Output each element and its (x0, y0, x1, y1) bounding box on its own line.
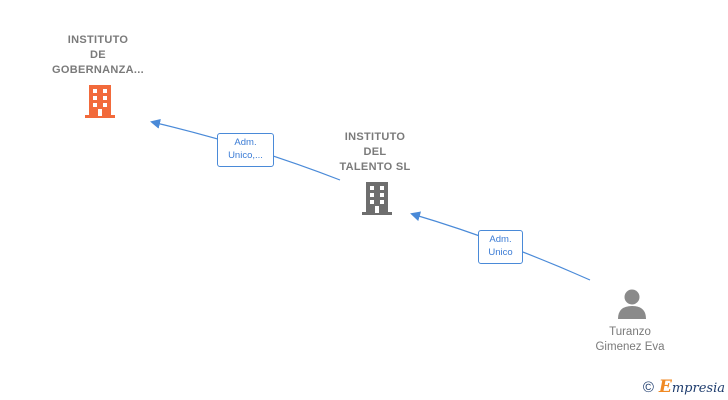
building-icon[interactable] (84, 84, 116, 118)
copyright-icon: © (642, 378, 654, 396)
edge-label-adm-unico-2[interactable]: Adm. Unico (478, 230, 523, 264)
node-label-person[interactable]: Turanzo Gimenez Eva (595, 326, 665, 353)
brand-logo: Empresia (658, 377, 725, 397)
empresia-watermark: © Empresia (643, 377, 725, 397)
building-icon[interactable] (361, 181, 393, 215)
node-label-instituto-gobernanza[interactable]: INSTITUTO DE GOBERNANZA... (52, 34, 144, 76)
person-icon[interactable] (617, 288, 647, 320)
edge-label-adm-unico-1[interactable]: Adm. Unico,... (217, 133, 274, 167)
node-label-instituto-talento[interactable]: INSTITUTO DEL TALENTO SL (339, 131, 411, 173)
